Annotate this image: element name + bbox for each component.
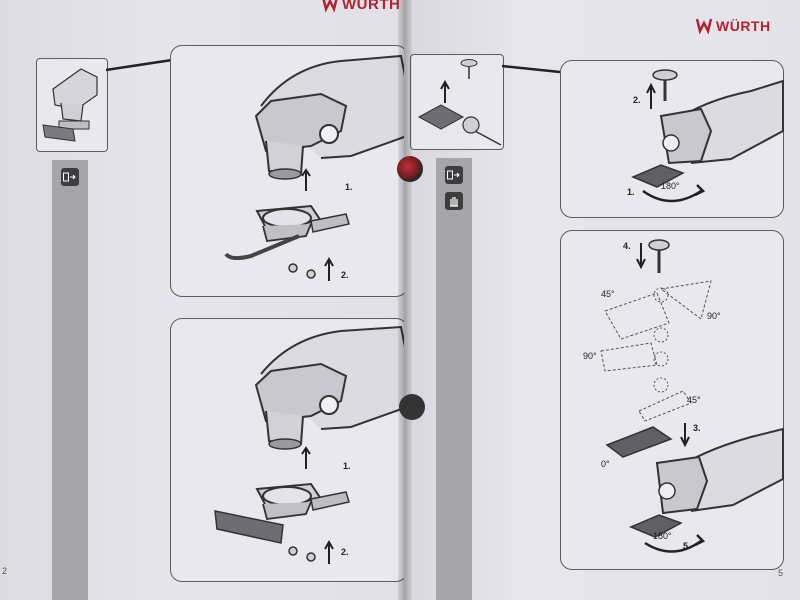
drawing-blade-positions — [600, 239, 784, 553]
panel-blade-positions: 4. 45° 90° 90° 45° 3. 0° 180° 5. — [560, 230, 784, 570]
brand-name: WÜRTH — [342, 0, 401, 13]
step-label-3: 3. — [693, 423, 701, 433]
brand-name: WÜRTH — [716, 18, 771, 34]
panel-attach-adapter: 1. 2. — [170, 45, 408, 297]
drawing-remove-blade — [631, 69, 784, 203]
panel-attach-adapter-with-plate: 1. 2. — [170, 318, 408, 582]
binder-hole-top — [397, 156, 423, 182]
step-label-2: 2. — [633, 95, 641, 105]
angle-label-45-top: 45° — [601, 289, 615, 299]
right-page: WÜRTH — [404, 0, 800, 600]
right-side-bar — [436, 158, 472, 600]
binder-hole-bottom — [399, 394, 425, 420]
step-label-1: 1. — [627, 187, 635, 197]
angle-label-180: 180° — [653, 531, 672, 541]
panel-remove-blade: 2. 1. 180° — [560, 60, 784, 218]
drawing-tool-adapter — [224, 54, 408, 281]
brand-logo: WÜRTH — [695, 18, 771, 35]
thumbnail-tool-with-plate — [36, 58, 108, 152]
thumbnail-connector-line — [501, 64, 561, 74]
angle-label-45-bottom: 45° — [687, 395, 701, 405]
angle-label: 180° — [661, 181, 680, 191]
step-label-4: 4. — [623, 241, 631, 251]
angle-label-90-left: 90° — [583, 351, 597, 361]
left-page: WÜRTH — [0, 0, 408, 600]
page-number: 2 — [2, 566, 8, 576]
step-label-2: 2. — [341, 270, 349, 280]
binding-gutter — [398, 0, 412, 600]
wurth-mark-icon — [322, 0, 338, 13]
drawing-tool-adapter-plate — [214, 325, 408, 564]
assembly-icon — [445, 166, 463, 184]
wurth-mark-icon — [695, 18, 713, 35]
thumbnail-connector-line — [105, 58, 173, 72]
glove-icon — [445, 192, 463, 210]
assembly-icon — [61, 168, 79, 186]
step-label-2: 2. — [341, 547, 349, 557]
step-label-1: 1. — [345, 182, 353, 192]
step-label-1: 1. — [343, 461, 351, 471]
page-number: 5 — [778, 568, 784, 578]
brand-logo: WÜRTH — [322, 0, 400, 13]
step-label-5: 5. — [683, 541, 691, 551]
thumbnail-blade-change — [410, 54, 504, 150]
angle-label-90-right: 90° — [707, 311, 721, 321]
left-side-bar — [52, 160, 88, 600]
angle-label-0: 0° — [601, 459, 610, 469]
